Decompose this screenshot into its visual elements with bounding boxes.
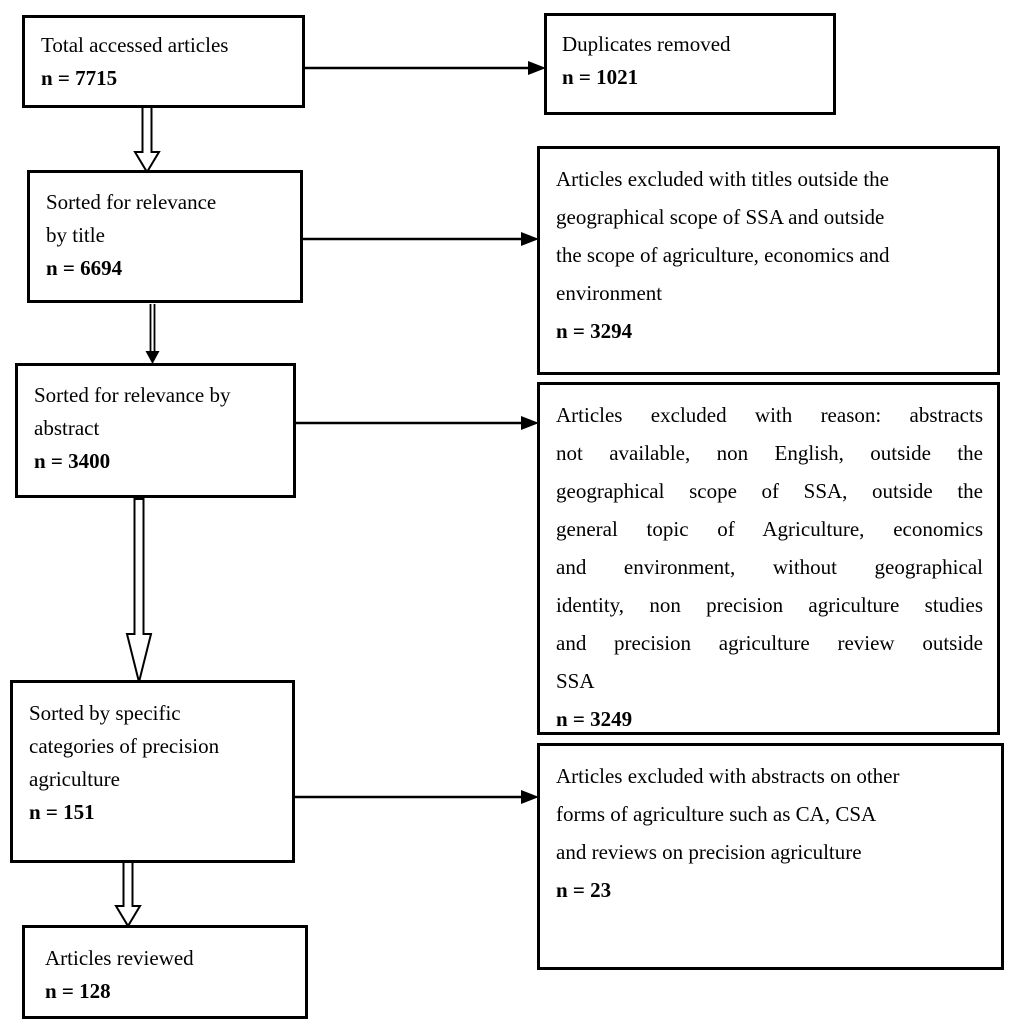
- count-label: n = 23: [556, 878, 612, 902]
- box-text: and environment, without geographical: [556, 555, 983, 579]
- box-text: Sorted for relevance: [46, 190, 217, 214]
- box-text: SSA: [556, 669, 595, 693]
- arrow-categories-to-reviewed: [114, 860, 142, 928]
- box-text: the scope of agriculture, economics and: [556, 243, 890, 267]
- count-label: n = 7715: [41, 66, 118, 90]
- count-label: n = 128: [45, 979, 111, 1003]
- box-text: general topic of Agriculture, economics: [556, 517, 983, 541]
- box-excluded-other-forms: Articles excluded with abstracts on othe…: [537, 743, 1004, 970]
- count-label: n = 1021: [562, 65, 639, 89]
- count-label: n = 3294: [556, 319, 633, 343]
- box-text: abstract: [34, 416, 100, 440]
- box-text: Articles reviewed: [45, 946, 194, 970]
- box-sorted-categories: Sorted by specific categories of precisi…: [10, 680, 295, 863]
- box-text: and reviews on precision agriculture: [556, 840, 862, 864]
- box-text: Articles excluded with titles outside th…: [556, 167, 890, 191]
- arrow-total-to-duplicates: [305, 61, 546, 75]
- box-text: Sorted for relevance by: [34, 383, 231, 407]
- box-duplicates-removed: Duplicates removed n = 1021: [544, 13, 836, 115]
- box-text: categories of precision: [29, 734, 220, 758]
- box-sorted-title: Sorted for relevance by title n = 6694: [27, 170, 303, 303]
- box-text: identity, non precision agriculture stud…: [556, 593, 983, 617]
- arrow-abstract-to-excluded-reason: [296, 416, 539, 430]
- box-total-accessed: Total accessed articles n = 7715: [22, 15, 305, 108]
- arrow-title-to-abstract: [145, 304, 160, 364]
- count-label: n = 6694: [46, 256, 123, 280]
- box-text: agriculture: [29, 767, 120, 791]
- box-text: Articles excluded with abstracts on othe…: [556, 764, 900, 788]
- box-text: geographical scope of SSA, outside the: [556, 479, 983, 503]
- box-sorted-abstract: Sorted for relevance by abstract n = 340…: [15, 363, 296, 498]
- arrow-categories-to-excluded-forms: [295, 790, 539, 804]
- box-text: Sorted by specific: [29, 701, 181, 725]
- box-excluded-by-title: Articles excluded with titles outside th…: [537, 146, 1000, 375]
- arrow-abstract-to-categories: [125, 498, 153, 683]
- count-label: n = 3249: [556, 707, 633, 731]
- box-text: forms of agriculture such as CA, CSA: [556, 802, 877, 826]
- box-text: Articles excluded with reason: abstracts: [556, 403, 983, 427]
- box-text: Total accessed articles: [41, 33, 229, 57]
- box-text: geographical scope of SSA and outside: [556, 205, 885, 229]
- box-excluded-by-abstract: Articles excluded with reason: abstracts…: [537, 382, 1000, 735]
- box-text: Duplicates removed: [562, 32, 731, 56]
- arrow-title-to-excluded-titles: [303, 232, 539, 246]
- count-label: n = 151: [29, 800, 95, 824]
- box-text: by title: [46, 223, 105, 247]
- count-label: n = 3400: [34, 449, 111, 473]
- arrow-total-to-title: [133, 106, 161, 174]
- box-text: not available, non English, outside the: [556, 441, 983, 465]
- box-text: environment: [556, 281, 663, 305]
- box-text: and precision agriculture review outside: [556, 631, 983, 655]
- box-articles-reviewed: Articles reviewed n = 128: [22, 925, 308, 1019]
